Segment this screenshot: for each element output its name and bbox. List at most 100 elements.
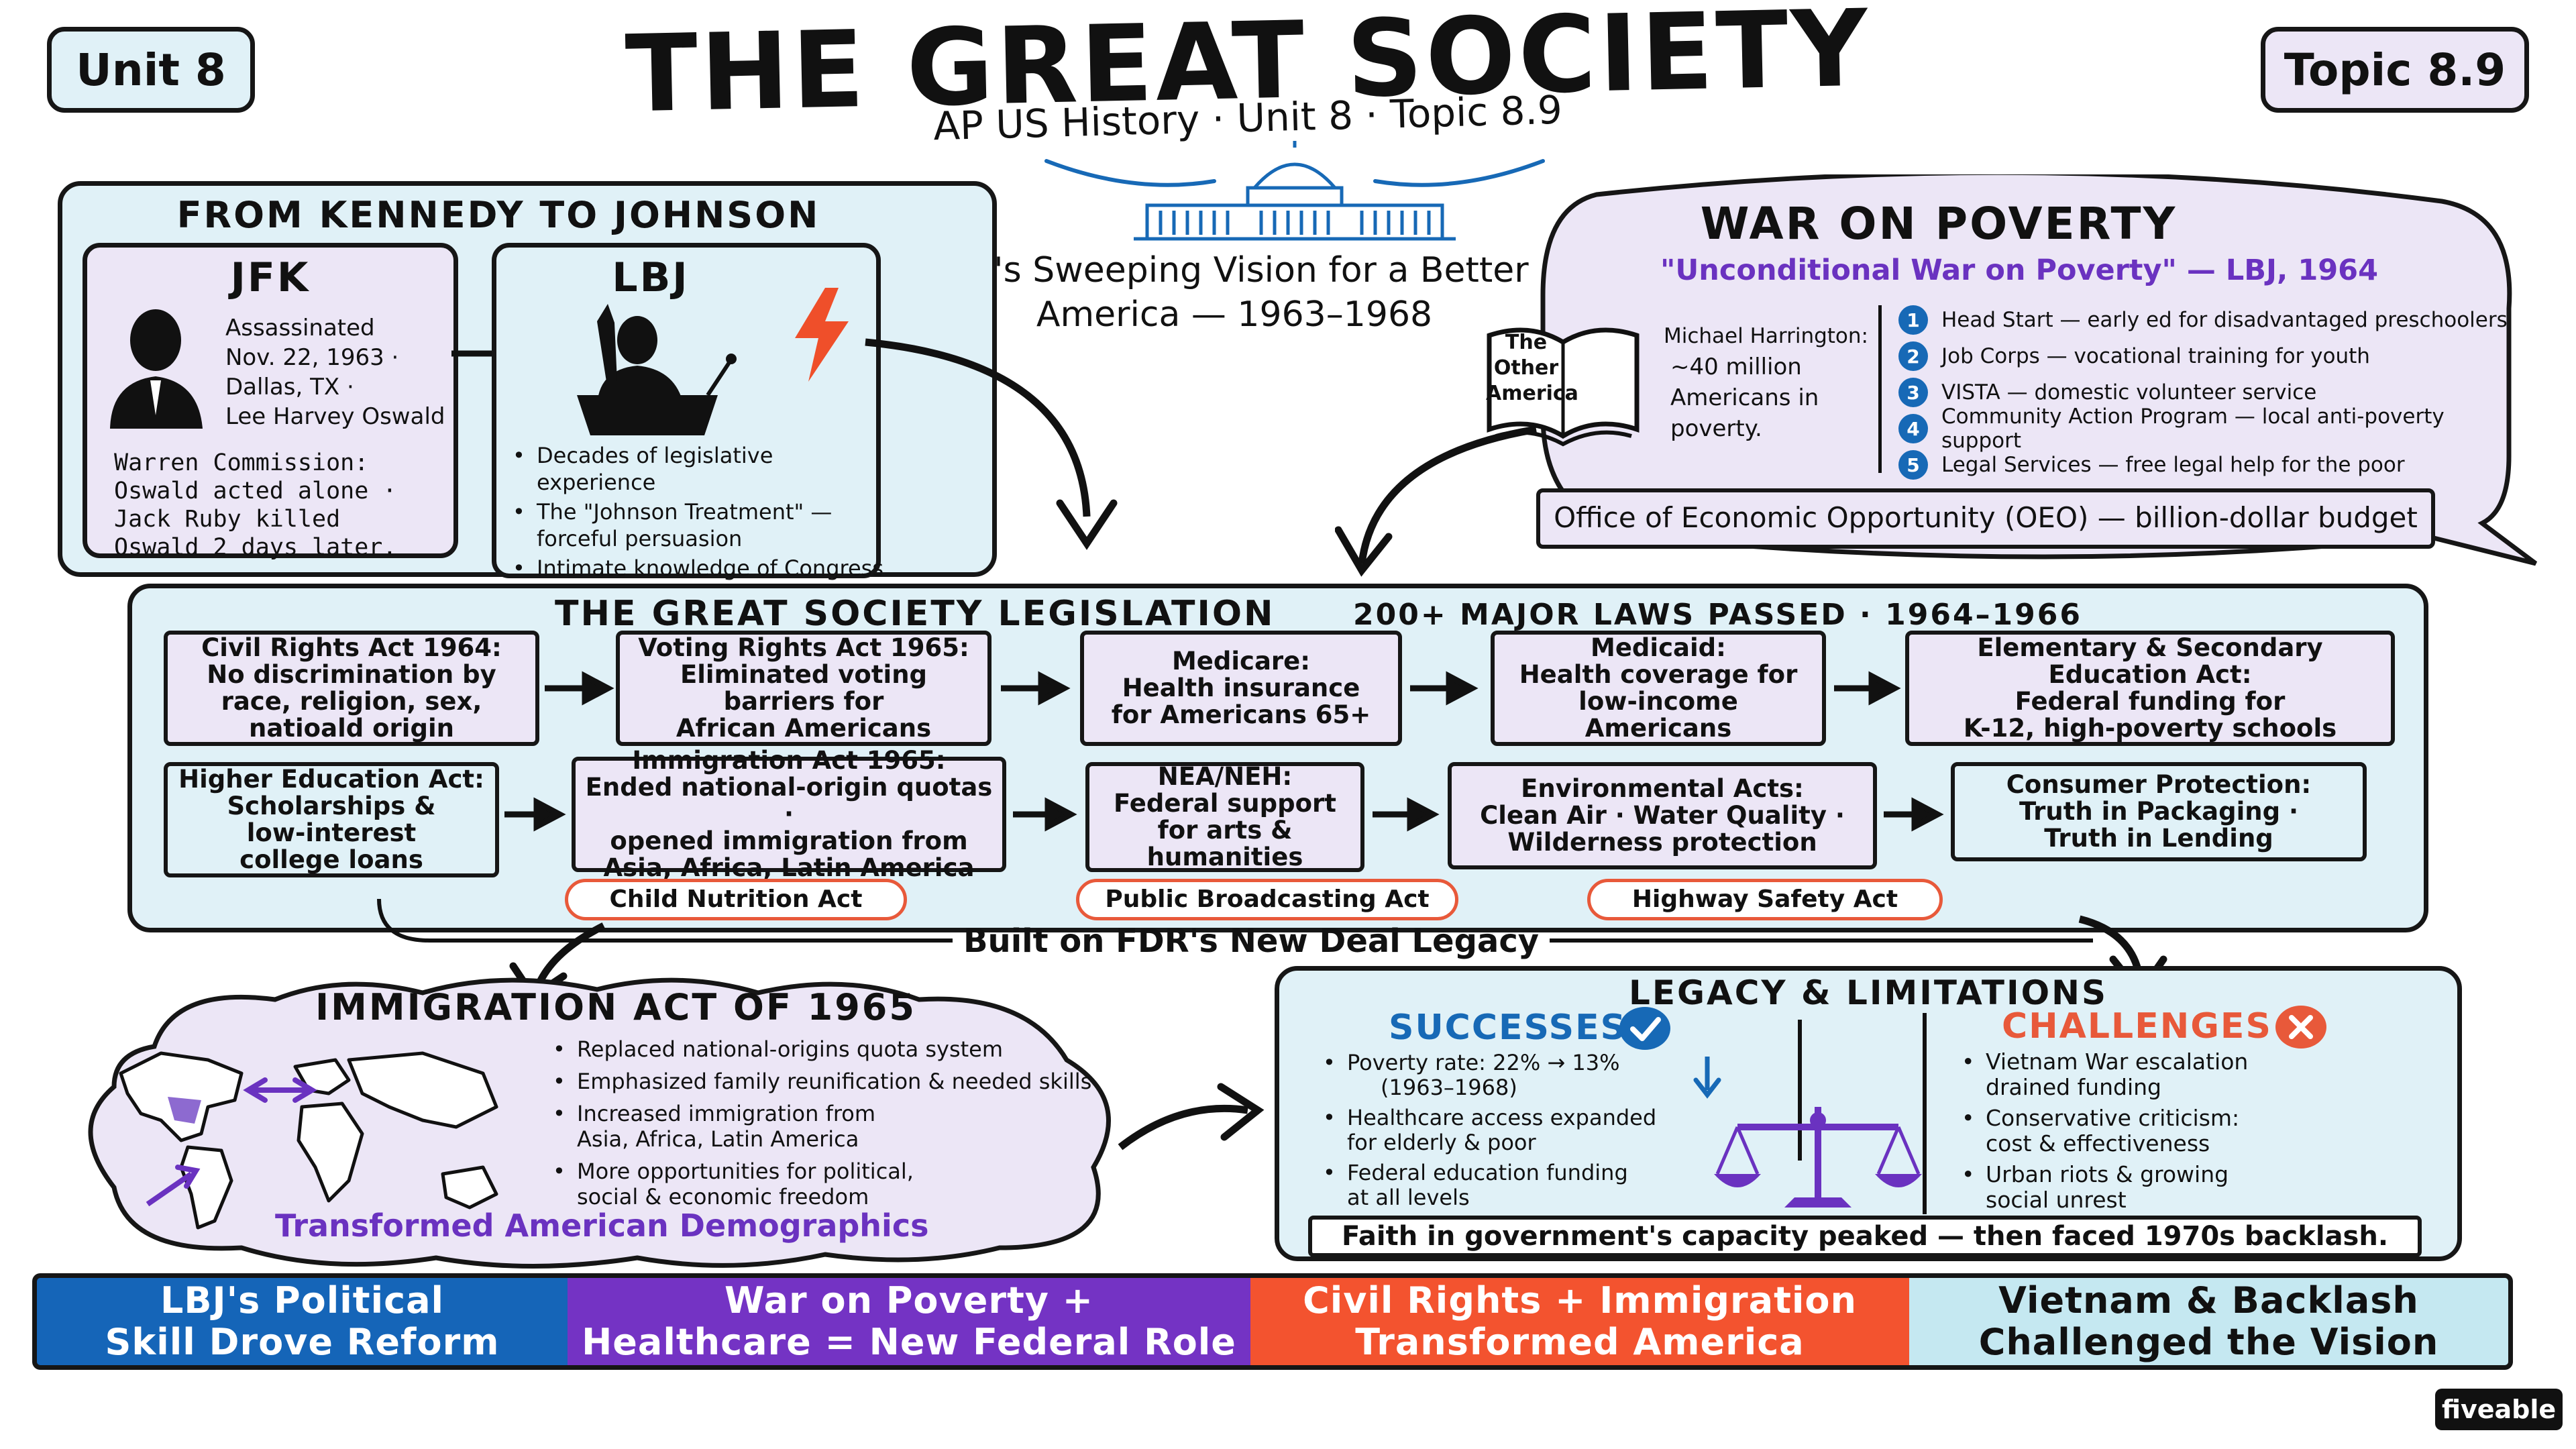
challenge-line: social unrest [1986,1187,2127,1213]
law-card: Civil Rights Act 1964:No discrimination … [164,631,539,746]
immigration-bullet: Emphasized family reunification & needed… [550,1069,1127,1094]
balance-scale-icon [1714,1107,1922,1208]
challenges-label: CHALLENGES [2002,1006,2272,1046]
harrington-line: poverty. [1670,415,1762,442]
vision-line-2: America — 1963–1968 [1036,294,1433,335]
kennedy-johnson-panel: FROM KENNEDY TO JOHNSON JFK Assassinated… [58,181,997,582]
immigration-bullet: More opportunities for political,social … [550,1159,1127,1210]
law-line: low-income [1578,687,1738,716]
law-line: low-interest [246,818,417,847]
legacy-footer: Faith in government's capacity peaked — … [1308,1216,2422,1257]
challenge-line: Conservative criticism: [1986,1105,2240,1131]
legacy-header: LEGACY & LIMITATIONS [1628,973,2108,1012]
law-card: Voting Rights Act 1965:Eliminated voting… [616,631,991,746]
law-line: Medicaid: [1591,633,1726,662]
harrington-line: Michael Harrington: [1664,324,1868,348]
commission-line: Warren Commission: [114,449,369,476]
band-line: Challenged the Vision [1978,1321,2439,1363]
law-line: natioald origin [249,714,454,743]
challenge-line: Urban riots & growing [1986,1161,2229,1187]
band-line: Skill Drove Reform [105,1321,500,1363]
program-number: 5 [1898,450,1928,480]
lbj-bullet-line: The "Johnson Treatment" — [537,499,833,525]
law-line: Truth in Packaging · [2019,797,2299,826]
lbj-bullet-line: forceful persuasion [537,526,743,551]
lbj-name: LBJ [612,254,690,301]
law-line: Wilderness protection [1507,828,1817,857]
law-line: Clean Air · Water Quality · [1480,801,1845,830]
legacy-divider [1923,1013,1927,1214]
success-line: Federal education funding [1347,1160,1628,1185]
program-number: 3 [1898,378,1928,407]
law-line: Federal funding for [2015,687,2286,716]
law-pill: Public Broadcasting Act [1076,879,1458,920]
unit-tag: Unit 8 [47,27,255,113]
challenge-item: Conservative criticism:cost & effectiven… [1959,1106,2428,1157]
law-line: NEA/NEH: [1157,762,1293,791]
law-line: African Americans [676,714,932,743]
program-number: 1 [1898,305,1928,335]
topic-tag-label: Topic 8.9 [2284,44,2506,96]
book-title-line: Other [1493,356,1559,380]
law-line: Higher Education Act: [178,765,484,794]
law-card: Consumer Protection:Truth in Packaging ·… [1951,762,2367,861]
successes-label: SUCCESSES [1389,1008,1627,1048]
capitol-building-icon [1044,141,1545,241]
law-line: race, religion, sex, [221,687,482,716]
x-circle-icon [2275,1006,2326,1049]
legacy-divider [1798,1020,1802,1161]
commission-line: Jack Ruby killed [114,506,341,533]
law-pill: Highway Safety Act [1587,879,1943,920]
law-line: Immigration Act 1965: [632,746,946,775]
lbj-bullet-line: Decades of legislative [537,443,773,468]
law-line: Truth in Lending [2044,824,2273,853]
law-line: No discrimination by [207,660,496,689]
lbj-bullet-line: Intimate knowledge of Congress [537,555,883,581]
new-deal-legacy: Built on FDR's New Deal Legacy [963,922,1540,960]
law-line: Federal support [1114,789,1336,818]
law-line: Consumer Protection: [2006,770,2312,799]
immigration-header: IMMIGRATION ACT OF 1965 [315,986,916,1028]
vision-text: LBJ's Sweeping Vision for a Better Ameri… [912,248,1556,337]
success-line: at all levels [1347,1185,1470,1210]
law-line: Eliminated voting [680,660,928,689]
law-line: college loans [239,845,423,874]
commission-line: Oswald 2 days later. [114,534,397,561]
law-card: Higher Education Act:Scholarships &low-i… [164,762,499,877]
band-line: LBJ's Political [160,1279,445,1322]
check-circle-icon [1619,1007,1670,1050]
program-text: VISTA — domestic volunteer service [1941,380,2317,405]
lbj-bullet: The "Johnson Treatment" —forceful persua… [510,498,885,552]
success-line: for elderly & poor [1347,1130,1536,1155]
commission-line: Oswald acted alone · [114,478,397,504]
immigration-bullets: Replaced national-origins quota system E… [550,1036,1127,1210]
law-line: barriers for [723,687,884,716]
law-line: Environmental Acts: [1521,774,1804,803]
lbj-bullet-line: experience [537,470,656,495]
law-line: humanities [1146,843,1303,871]
jfk-name: JFK [230,254,311,301]
war-on-poverty-header: WAR ON POVERTY [1700,198,2178,250]
jfk-silhouette-icon [110,309,203,429]
kennedy-johnson-header: FROM KENNEDY TO JOHNSON [176,194,820,236]
law-line: K-12, high-poverty schools [1963,714,2337,743]
band-line: Civil Rights + Immigration [1303,1279,1857,1322]
jfk-fact: Nov. 22, 1963 · [225,344,399,371]
success-item: Poverty rate: 22% → 13%(1963–1968) [1320,1051,1709,1100]
harrington-line: Americans in [1670,384,1819,411]
success-line: Healthcare access expanded [1347,1105,1657,1130]
law-line: Medicare: [1171,647,1311,676]
challenge-line: drained funding [1986,1074,2161,1100]
oeo-box: Office of Economic Opportunity (OEO) — b… [1536,488,2435,549]
